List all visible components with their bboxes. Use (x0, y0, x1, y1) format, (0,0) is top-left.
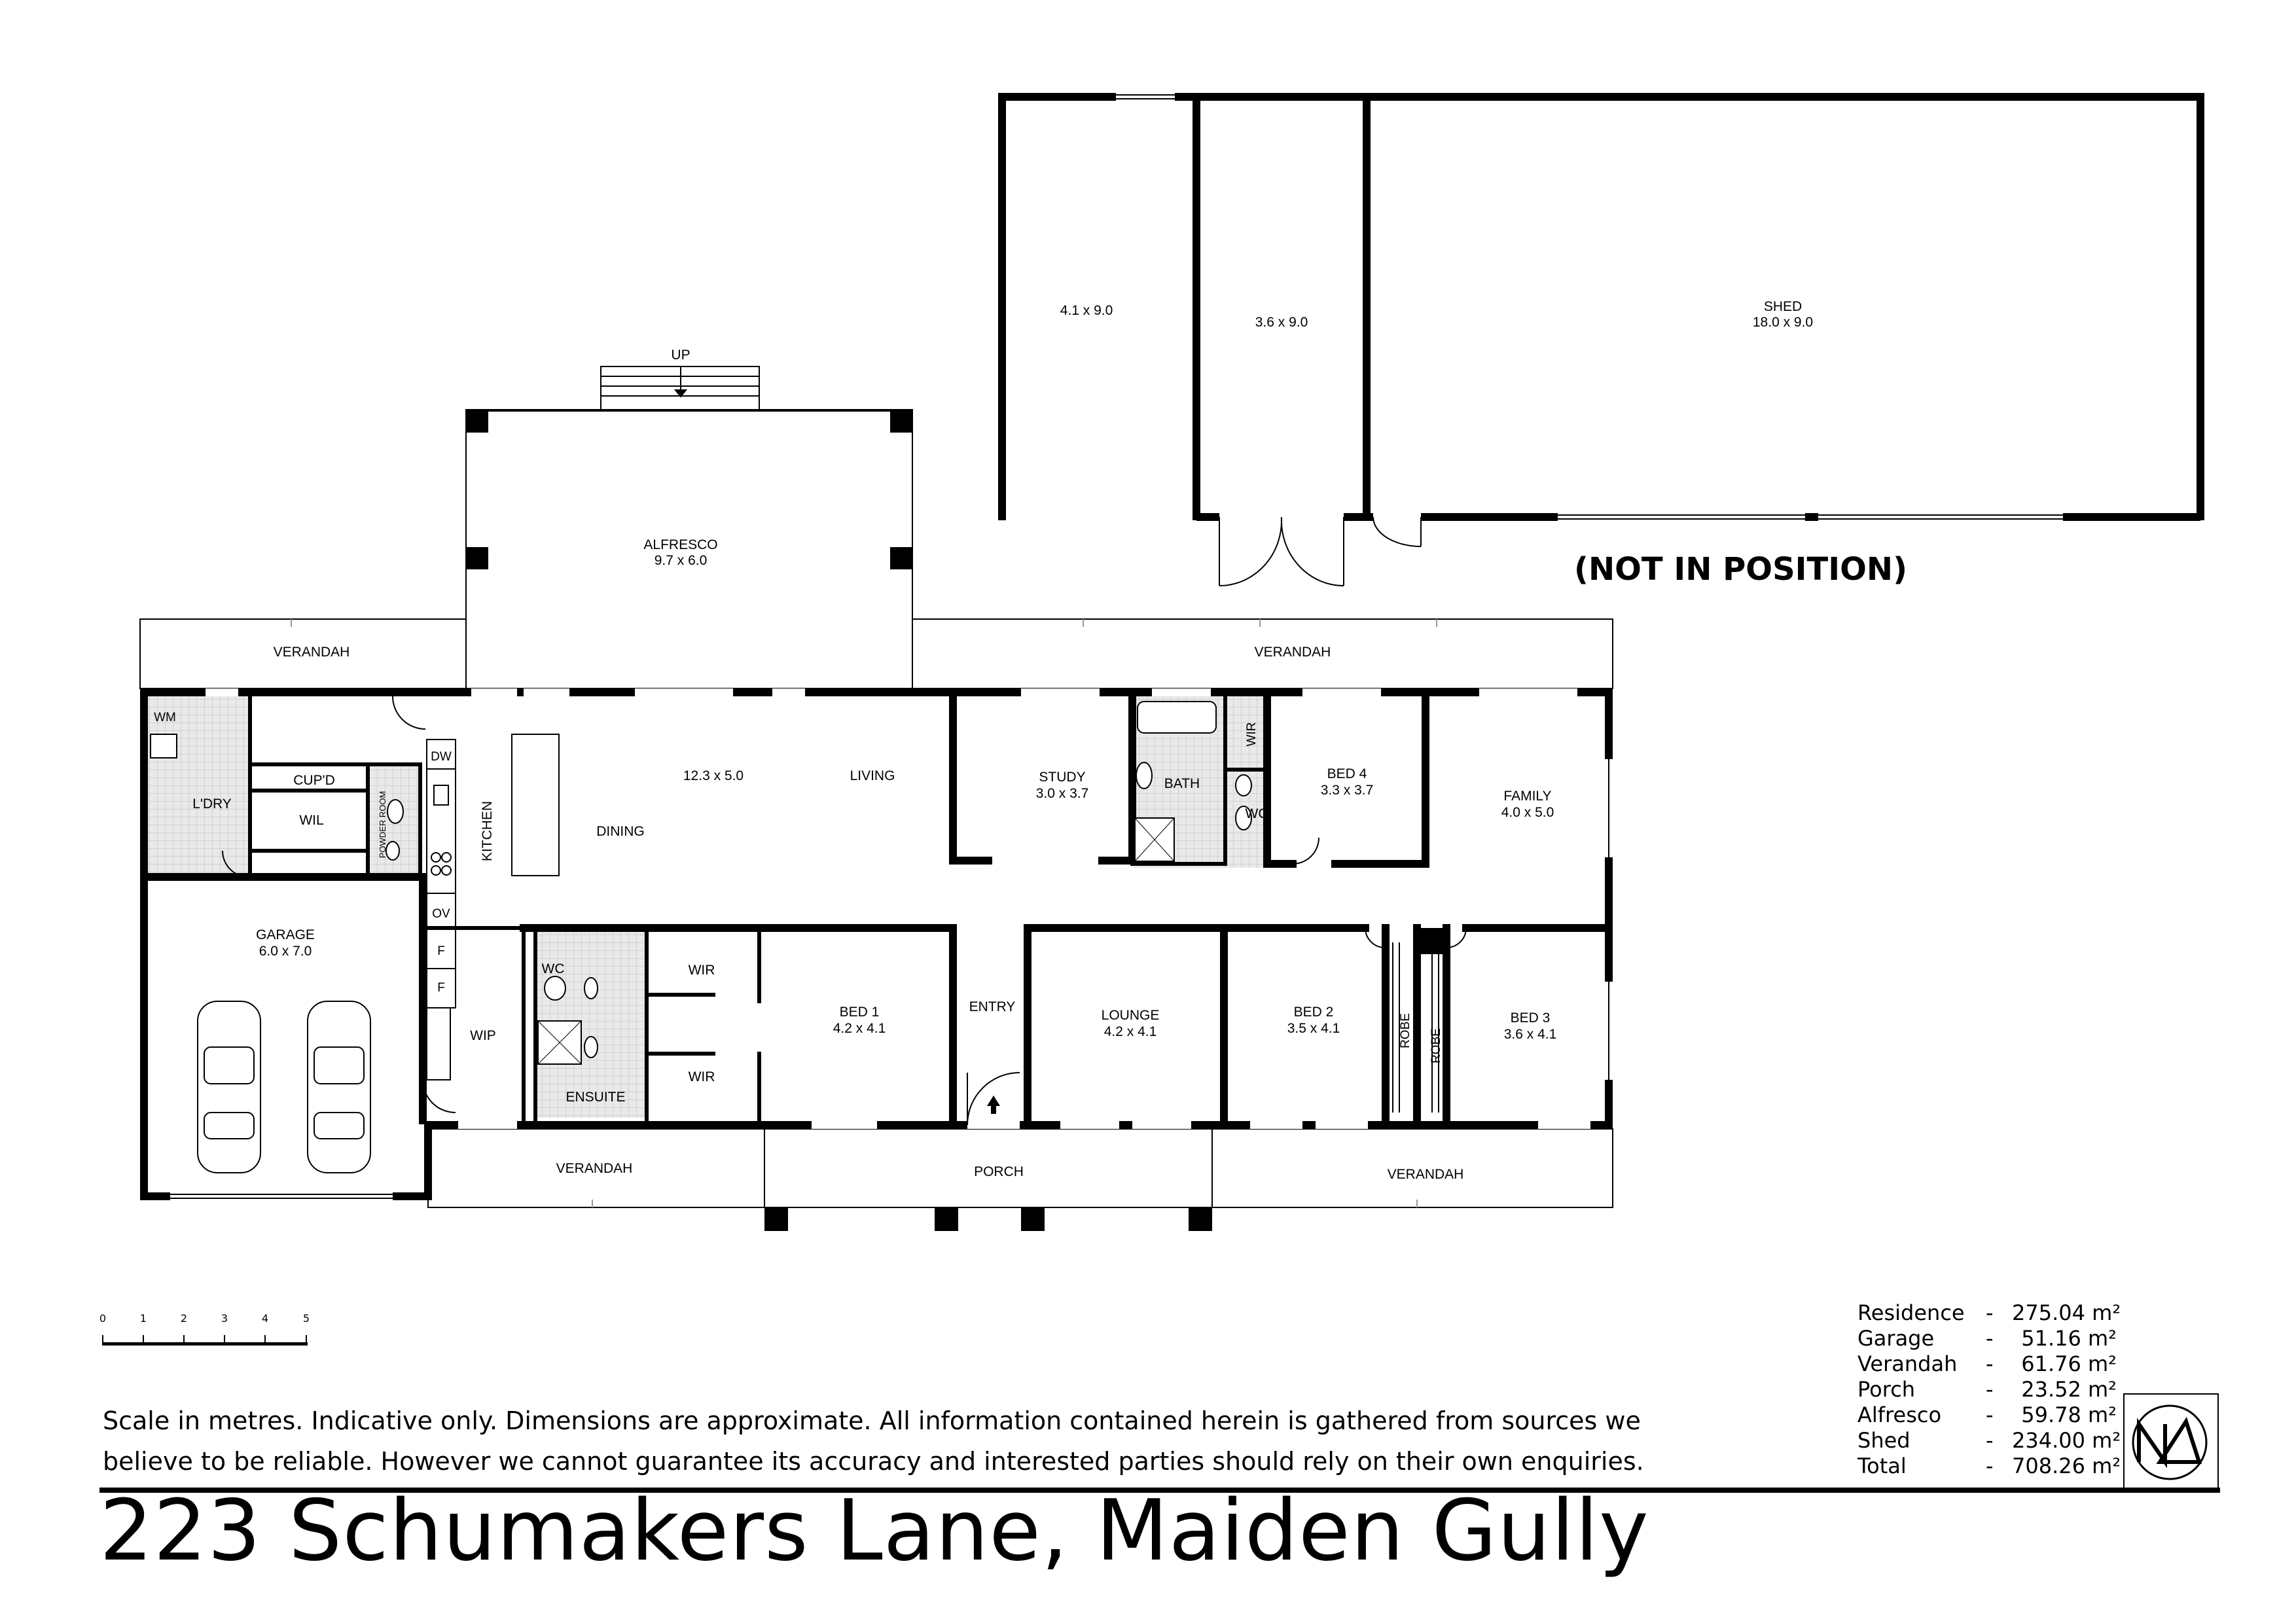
wir-1-label: WIR (689, 963, 715, 978)
verandah-se: VERANDAH (1388, 1167, 1464, 1182)
area-row: Residence-275.04 m² (1857, 1300, 2121, 1326)
verandah-sw: VERANDAH (556, 1161, 633, 1176)
wc-ensuite-label: WC (542, 961, 565, 976)
shed3-name: SHED (1764, 299, 1802, 314)
scale-tick-0: 0 (99, 1312, 107, 1325)
area-dash: - (1986, 1351, 1994, 1376)
shed2-dims: 3.6 x 9.0 (1255, 315, 1308, 330)
bed4-name: BED 4 (1327, 766, 1367, 781)
scale-tick-2: 2 (180, 1312, 188, 1325)
living-dims: 12.3 x 5.0 (683, 768, 744, 783)
family-dims: 4.0 x 5.0 (1501, 805, 1554, 820)
robe-2-label: ROBE (1429, 1028, 1443, 1063)
bath-label: BATH (1164, 776, 1200, 791)
laundry-label: L'DRY (192, 796, 232, 812)
wip-label: WIP (470, 1028, 496, 1043)
study-name: STUDY (1039, 770, 1085, 785)
disclaimer: Scale in metres. Indicative only. Dimens… (103, 1400, 1804, 1482)
area-label: Total (1857, 1454, 1907, 1478)
up-label: UP (671, 348, 690, 363)
area-row: Garage - 51.16 m² (1857, 1326, 2117, 1351)
study-dims: 3.0 x 3.7 (1036, 786, 1089, 801)
verandah-ne: VERANDAH (1255, 645, 1331, 660)
living-label: LIVING (850, 768, 895, 783)
scale-tick-4: 4 (261, 1312, 269, 1325)
scale-bar (102, 1335, 308, 1346)
area-value: 234.00 m² (2012, 1428, 2121, 1453)
cupd-label: CUP'D (293, 773, 335, 788)
area-table: Residence-275.04 m² Garage-51.16 m² Vera… (1857, 1300, 2121, 1479)
porch-label: PORCH (974, 1164, 1024, 1179)
area-value: 61.76 m² (2021, 1351, 2117, 1376)
verandah-nw: VERANDAH (274, 645, 350, 660)
garage-dims: 6.0 x 7.0 (259, 944, 312, 959)
kitchen-label: KITCHEN (480, 801, 495, 861)
powder-room-label: POWDER ROOM (378, 791, 387, 859)
bed1-name: BED 1 (840, 1005, 880, 1020)
area-dash: - (1986, 1454, 1994, 1478)
bed3-name: BED 3 (1511, 1010, 1551, 1026)
area-row: Total -708.26 m² (1857, 1454, 2121, 1479)
area-dash: - (1986, 1402, 1994, 1427)
wil-label: WIL (299, 813, 323, 828)
ensuite-label: ENSUITE (565, 1090, 625, 1105)
area-value: 708.26 m² (2012, 1454, 2121, 1478)
disclaimer-line-2: believe to be reliable. However we canno… (103, 1447, 1644, 1476)
sheds (998, 93, 2204, 587)
robe-1-label: ROBE (1399, 1013, 1412, 1048)
area-label: Garage (1857, 1326, 1935, 1351)
scale-tick-5: 5 (302, 1312, 310, 1325)
area-label: Verandah (1857, 1351, 1958, 1376)
bed2-dims: 3.5 x 4.1 (1287, 1021, 1340, 1036)
fridge-1-label: F (437, 944, 445, 958)
bed3-dims: 3.6 x 4.1 (1504, 1027, 1557, 1042)
area-label: Shed (1857, 1428, 1910, 1453)
entry-label: ENTRY (969, 999, 1016, 1014)
area-row: Shed -234.00 m² (1857, 1428, 2121, 1454)
divider-rule (99, 1488, 2220, 1493)
lounge-dims: 4.2 x 4.1 (1104, 1024, 1157, 1039)
family-name: FAMILY (1503, 789, 1551, 804)
wir-2-label: WIR (689, 1069, 715, 1084)
area-value: 51.16 m² (2021, 1326, 2117, 1351)
area-value: 59.78 m² (2021, 1402, 2117, 1427)
area-label: Alfresco (1857, 1402, 1942, 1427)
lounge-name: LOUNGE (1102, 1008, 1160, 1023)
area-dash: - (1986, 1300, 1994, 1325)
dw-label: DW (431, 750, 452, 764)
house (140, 688, 1613, 1200)
shed1-dims: 4.1 x 9.0 (1060, 303, 1113, 318)
area-row: Verandah - 61.76 m² (1857, 1351, 2117, 1377)
not-in-position-note: (NOT IN POSITION) (1574, 551, 1908, 588)
area-dash: - (1986, 1377, 1994, 1402)
alfresco-name: ALFRESCO (643, 537, 717, 552)
scale-tick-3: 3 (221, 1312, 228, 1325)
shed3-dims: 18.0 x 9.0 (1753, 315, 1813, 330)
area-row: Alfresco - 59.78 m² (1857, 1402, 2117, 1428)
area-value: 275.04 m² (2012, 1300, 2121, 1325)
dining-label: DINING (596, 824, 645, 839)
disclaimer-line-1: Scale in metres. Indicative only. Dimens… (103, 1406, 1641, 1435)
garage-name: GARAGE (256, 927, 315, 942)
area-dash: - (1986, 1428, 1994, 1453)
bed4-dims: 3.3 x 3.7 (1321, 783, 1374, 798)
wc-bath-label: WC (1246, 806, 1268, 821)
area-label: Residence (1857, 1300, 1965, 1325)
ov-label: OV (432, 907, 450, 921)
wm-label: WM (154, 711, 176, 724)
alfresco-dims: 9.7 x 6.0 (655, 553, 708, 568)
area-label: Porch (1857, 1377, 1916, 1402)
area-value: 23.52 m² (2021, 1377, 2117, 1402)
area-row: Porch - 23.52 m² (1857, 1377, 2117, 1402)
area-dash: - (1986, 1326, 1994, 1351)
north-logo (2123, 1393, 2219, 1489)
bed2-name: BED 2 (1294, 1005, 1334, 1020)
wir-bath-label: WIR (1245, 722, 1259, 747)
scale-tick-1: 1 (139, 1312, 147, 1325)
property-address: 223 Schumakers Lane, Maiden Gully (99, 1482, 1649, 1580)
bed1-dims: 4.2 x 4.1 (833, 1021, 886, 1036)
fridge-2-label: F (437, 981, 445, 995)
room-labels: 4.1 x 9.0 3.6 x 9.0 SHED 18.0 x 9.0 UP A… (154, 299, 1813, 1182)
